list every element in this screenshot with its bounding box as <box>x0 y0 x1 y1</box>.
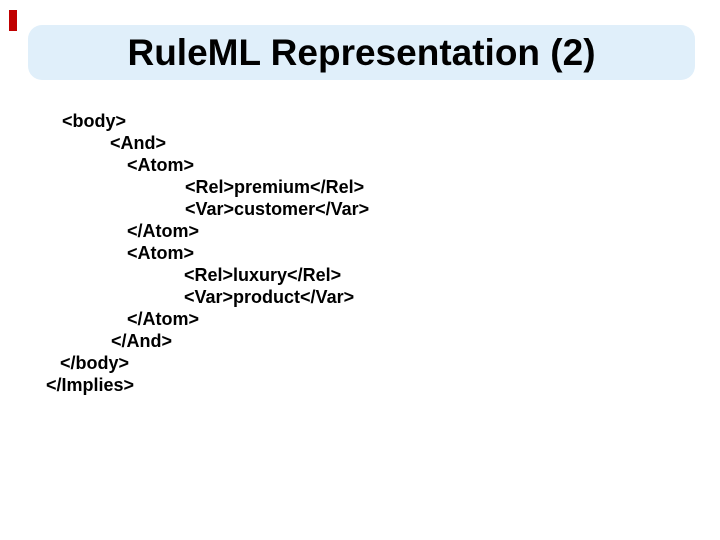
code-line: </Atom> <box>127 309 200 329</box>
slide-title-bar: RuleML Representation (2) <box>28 25 695 80</box>
code-line: </Atom> <box>127 221 200 241</box>
code-line: <Var>customer</Var> <box>185 199 370 219</box>
code-line: <Rel>premium</Rel> <box>185 177 365 197</box>
code-line: <body> <box>62 111 127 131</box>
code-line: </Implies> <box>46 375 135 395</box>
code-line: <Atom> <box>127 243 195 263</box>
code-line: </body> <box>60 353 130 373</box>
code-line: <And> <box>110 133 167 153</box>
red-corner-marker <box>9 10 17 31</box>
code-line: </And> <box>111 331 173 351</box>
code-line: <Rel>luxury</Rel> <box>184 265 342 285</box>
code-line: <Atom> <box>127 155 195 175</box>
ruleml-code-block: <body><And><Atom><Rel>premium</Rel><Var>… <box>0 110 720 396</box>
slide-title: RuleML Representation (2) <box>127 31 596 73</box>
code-line: <Var>product</Var> <box>184 287 355 307</box>
